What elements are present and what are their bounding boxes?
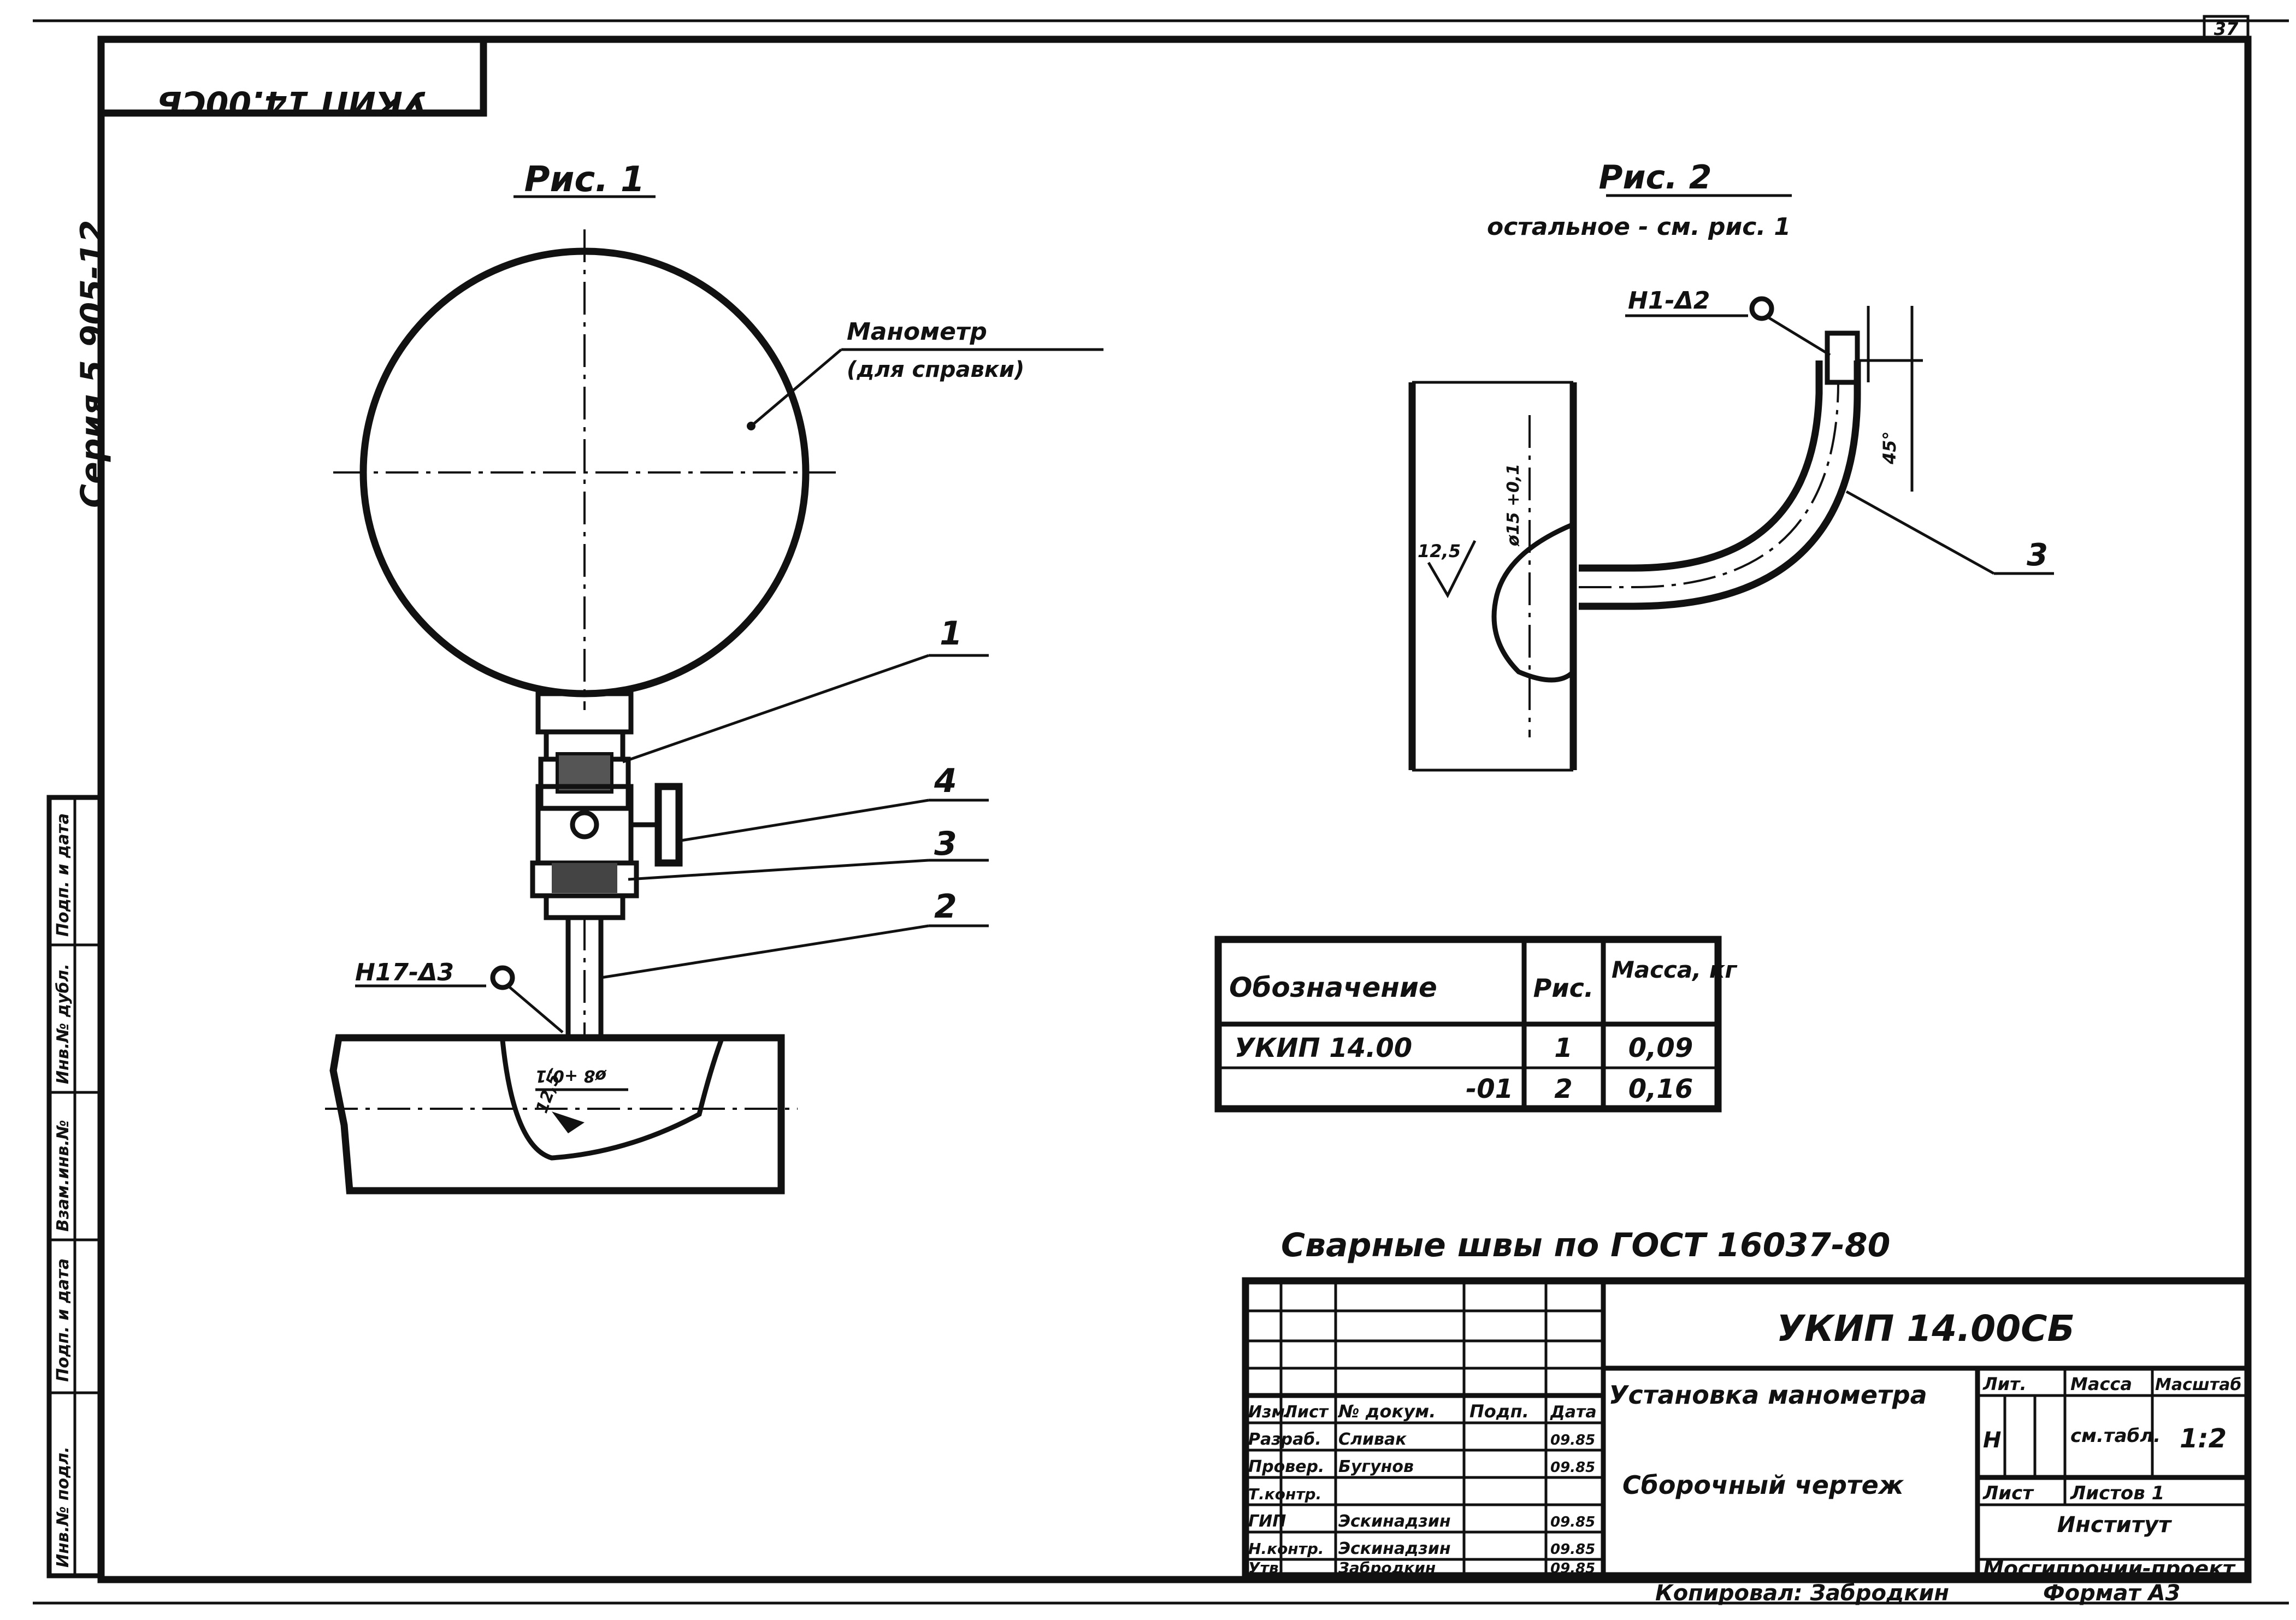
- tb-role-1: Разраб.: [1248, 1430, 1321, 1449]
- fig2-subtitle: остальное - см. рис. 1: [1487, 213, 1791, 241]
- figure-2: Рис. 2 остальное - см. рис. 1 ø15 +0,1 1…: [1408, 158, 2054, 772]
- tb-date-2: 09.85: [1550, 1459, 1595, 1476]
- figure-1: Рис. 1 Манометр (для справки): [325, 159, 1103, 1195]
- tb-lit-header: Лит.: [1982, 1374, 2027, 1394]
- mirrored-stamp: УКИП 14.00СБ: [157, 84, 428, 122]
- sheet-number-box: [2203, 15, 2250, 41]
- tb-lit-value: Н: [1983, 1428, 2001, 1453]
- tb-col-doc: № докум.: [1337, 1401, 1436, 1422]
- side-stamp-inv-podl: Инв.№ подл.: [54, 1446, 73, 1568]
- pos-4-label: 4: [934, 762, 957, 800]
- fig1-title: Рис. 1: [524, 159, 645, 200]
- side-stamp-sign-date-2: Подп. и дата: [54, 813, 73, 937]
- tb-name-line-2: Сборочный чертеж: [1622, 1470, 1904, 1500]
- spec-row-2-fig: 2: [1554, 1074, 1572, 1104]
- series-label: Серия 5.905-12: [74, 220, 112, 508]
- fig2-pos-3-label: 3: [2027, 537, 2048, 573]
- spec-header-mass: Масса, кг: [1612, 956, 1738, 983]
- side-stamp-inv-dubl: Инв.№ дубл.: [54, 963, 73, 1084]
- bent-tube-outer: [1579, 360, 1823, 572]
- fig2-dimension: ø15 +0,1: [1504, 464, 1523, 547]
- pos-1-label: 1: [940, 614, 963, 653]
- tb-org-line-1: Институт: [2057, 1512, 2173, 1538]
- spec-row-1-designation: УКИП 14.00: [1235, 1033, 1412, 1063]
- tb-date-4: 09.85: [1550, 1514, 1595, 1530]
- footer-copied: Копировал: Забродкин: [1655, 1581, 1949, 1606]
- tb-role-2: Провер.: [1248, 1457, 1324, 1476]
- spec-row-1-mass: 0,09: [1628, 1033, 1693, 1063]
- tb-mass-header: Масса: [2070, 1374, 2132, 1394]
- pos-2-label: 2: [934, 888, 957, 926]
- bent-tube-inner: [1579, 360, 1861, 610]
- tb-name-2: Бугунов: [1338, 1457, 1414, 1476]
- tb-col-izm: Изм.: [1248, 1403, 1291, 1422]
- tb-date-5: 09.85: [1550, 1541, 1595, 1558]
- pipe-fig1: [329, 1034, 785, 1195]
- fig2-side-dimension: 45°: [1879, 431, 1900, 465]
- sheet-number: 37: [2214, 19, 2239, 39]
- tb-role-6: Утв.: [1248, 1559, 1284, 1577]
- tb-date-6: 09.85: [1550, 1560, 1595, 1577]
- pos-3-label: 3: [934, 825, 957, 863]
- tb-mass-value: см.табл.: [2070, 1425, 2161, 1447]
- tb-name-5: Эскинадзин: [1338, 1539, 1451, 1558]
- tb-name-4: Эскинадзин: [1338, 1512, 1451, 1531]
- tb-scale-value: 1:2: [2180, 1423, 2227, 1454]
- tb-org-line-2: Мосгипронии-проект: [1983, 1557, 2236, 1581]
- footer-format: Формат А3: [2043, 1581, 2180, 1606]
- tb-name-1: Сливак: [1338, 1430, 1407, 1449]
- side-stamp-vzam-inv: Взам.инв.№: [54, 1120, 73, 1232]
- spec-header-fig: Рис.: [1533, 973, 1594, 1003]
- tb-name-6: Забродкин: [1338, 1559, 1436, 1577]
- mirrored-stamp-box: [97, 36, 487, 117]
- spec-row-2-mass: 0,16: [1628, 1074, 1693, 1104]
- weld-note: Сварные швы по ГОСТ 16037-80: [1281, 1226, 1890, 1264]
- valve-ball: [570, 810, 599, 839]
- tb-designation: УКИП 14.00СБ: [1776, 1308, 2075, 1350]
- spec-table: Обозначение Рис. Масса, кг УКИП 14.00 1 …: [1214, 936, 1738, 1113]
- tb-col-sign: Подп.: [1469, 1401, 1529, 1422]
- spec-header-designation: Обозначение: [1229, 972, 1437, 1003]
- manometer-note: (для справки): [847, 357, 1024, 382]
- tb-col-list: Лист: [1283, 1403, 1329, 1422]
- tb-sheet-label: Лист: [1982, 1482, 2034, 1504]
- tb-sheets-label: Листов 1: [2070, 1482, 2164, 1504]
- tb-scale-header: Масштаб: [2155, 1375, 2241, 1394]
- title-block: Изм. Лист № докум. Подп. Дата Разраб. Сл…: [1242, 1277, 2252, 1581]
- fig1-dimension: ø8 +0,1: [535, 1066, 607, 1085]
- fig2-roughness: 12,5: [1418, 541, 1461, 561]
- manometer-label: Манометр: [847, 318, 987, 346]
- tb-date-1: 09.85: [1550, 1432, 1595, 1448]
- fig2-title: Рис. 2: [1598, 158, 1711, 197]
- side-stamp: Инв.№ подл. Подп. и дата Взам.инв.№ Инв.…: [46, 795, 104, 1578]
- tb-col-date: Дата: [1550, 1403, 1597, 1422]
- fig2-weld-label: Н1-Δ2: [1628, 287, 1710, 315]
- fig1-weld-label: Н17-Δ3: [355, 959, 454, 986]
- valve-handle: [654, 783, 683, 867]
- spec-row-1-fig: 1: [1554, 1033, 1572, 1063]
- tb-role-3: Т.контр.: [1248, 1485, 1321, 1503]
- side-stamp-sign-date-1: Подп. и дата: [54, 1258, 73, 1382]
- tb-role-5: Н.контр.: [1248, 1540, 1324, 1558]
- tb-name-line-1: Установка манометра: [1609, 1380, 1927, 1410]
- spec-row-2-designation: -01: [1466, 1074, 1513, 1104]
- tb-role-4: ГИП: [1248, 1512, 1286, 1531]
